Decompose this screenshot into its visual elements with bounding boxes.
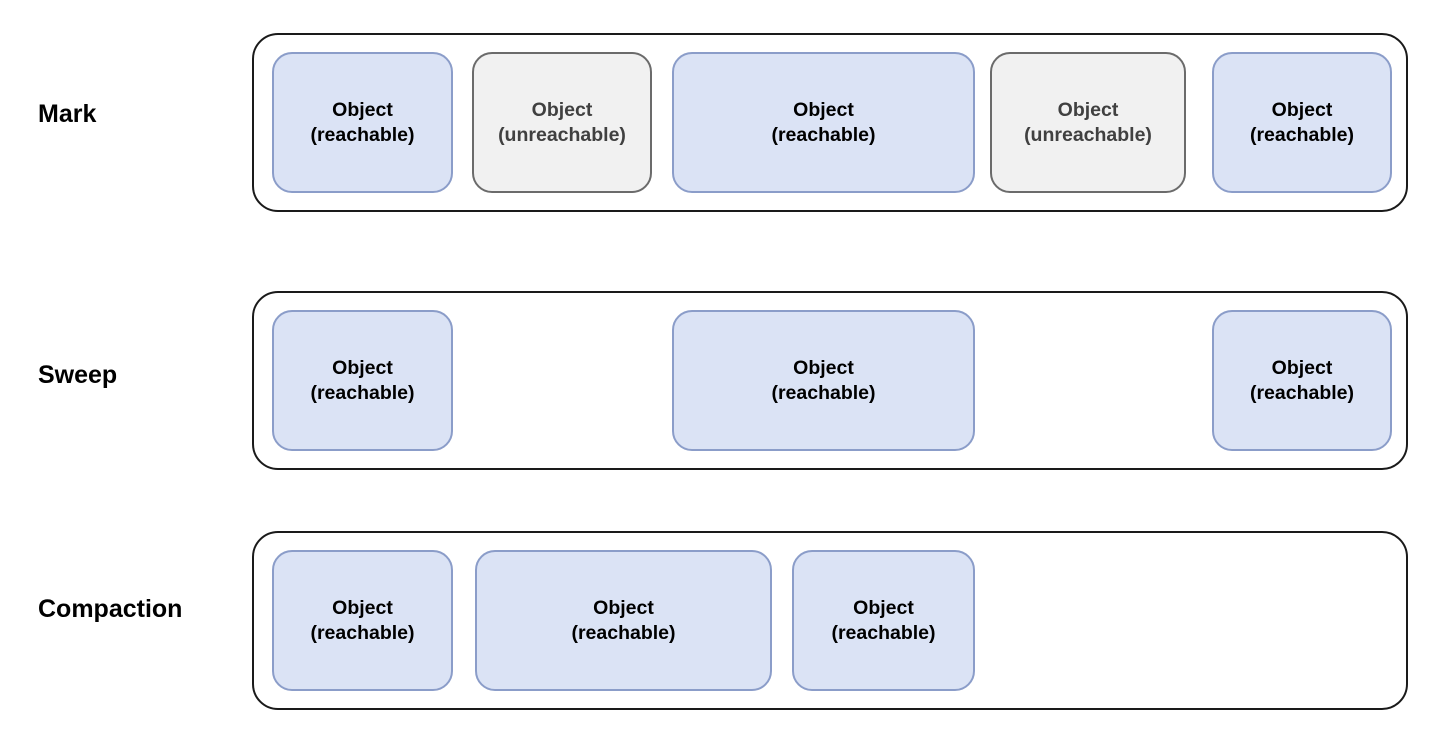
- object-title: Object: [332, 98, 393, 121]
- object-state: (reachable): [571, 621, 676, 644]
- object-title: Object: [853, 596, 914, 619]
- object-state: (reachable): [310, 381, 415, 404]
- object-title: Object: [1271, 98, 1333, 121]
- object-box-reachable: Object (reachable): [672, 52, 975, 193]
- object-box-unreachable: Object (unreachable): [990, 52, 1186, 193]
- object-state: (reachable): [310, 621, 415, 644]
- object-box-reachable: Object (reachable): [272, 550, 453, 691]
- object-state: (reachable): [831, 621, 936, 644]
- object-title: Object: [1057, 98, 1119, 121]
- object-title: Object: [531, 98, 593, 121]
- heap-container-mark: Object (reachable) Object (unreachable) …: [252, 33, 1408, 212]
- object-title: Object: [1271, 356, 1333, 379]
- object-title: Object: [593, 596, 654, 619]
- object-title: Object: [793, 98, 854, 121]
- object-box-reachable: Object (reachable): [272, 310, 453, 451]
- phase-label-mark: Mark: [38, 100, 97, 128]
- object-state: (unreachable): [498, 123, 626, 146]
- object-state: (reachable): [771, 123, 876, 146]
- object-title: Object: [793, 356, 854, 379]
- object-state: (unreachable): [1024, 123, 1152, 146]
- object-box-reachable: Object (reachable): [672, 310, 975, 451]
- phase-label-compaction: Compaction: [38, 595, 183, 623]
- object-box-reachable: Object (reachable): [792, 550, 975, 691]
- object-title: Object: [332, 596, 393, 619]
- object-box-unreachable: Object (unreachable): [472, 52, 652, 193]
- object-state: (reachable): [310, 123, 415, 146]
- object-box-reachable: Object (reachable): [1212, 310, 1392, 451]
- heap-container-compaction: Object (reachable) Object (reachable) Ob…: [252, 531, 1408, 710]
- object-box-reachable: Object (reachable): [475, 550, 772, 691]
- object-title: Object: [332, 356, 393, 379]
- object-box-reachable: Object (reachable): [1212, 52, 1392, 193]
- object-state: (reachable): [1249, 123, 1355, 146]
- object-box-reachable: Object (reachable): [272, 52, 453, 193]
- heap-container-sweep: Object (reachable) Object (reachable) Ob…: [252, 291, 1408, 470]
- object-state: (reachable): [771, 381, 876, 404]
- phase-label-sweep: Sweep: [38, 361, 118, 389]
- object-state: (reachable): [1249, 381, 1355, 404]
